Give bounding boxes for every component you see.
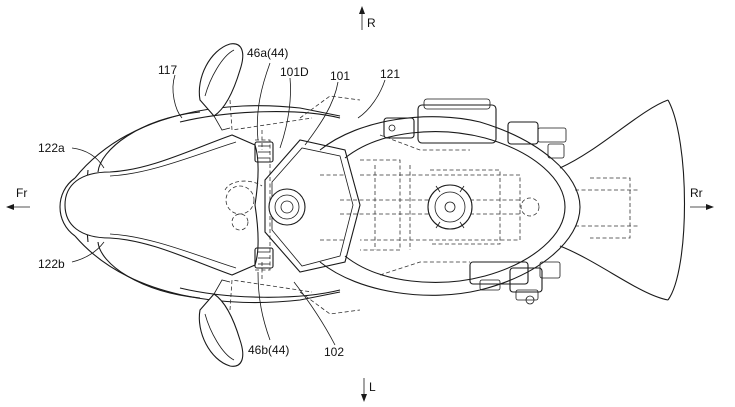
ref-101D: 101D: [280, 65, 309, 79]
direction-left-label: L: [369, 380, 376, 394]
ref-46a: 46a(44): [247, 46, 288, 60]
left-side-components: [469, 261, 561, 305]
top-bridge: [264, 139, 361, 273]
ref-122b: 122b: [38, 257, 65, 271]
direction-rear-indicator: Rr: [690, 186, 714, 210]
handlebar-clamps: [254, 141, 274, 269]
ref-101: 101: [330, 69, 350, 83]
ref-117: 117: [158, 63, 177, 77]
right-side-components: [383, 98, 567, 159]
left-mirror: [198, 279, 244, 367]
direction-front-indicator: Fr: [6, 186, 30, 210]
fuel-tank: [319, 116, 581, 296]
ref-46b: 46b(44): [248, 343, 289, 357]
right-mirror: [198, 43, 244, 131]
direction-rear-label: Rr: [690, 186, 703, 200]
frame-hidden-lines: [229, 95, 470, 315]
windscreen: [64, 134, 259, 276]
direction-right-label: R: [367, 16, 376, 30]
ref-122a: 122a: [38, 141, 65, 155]
ref-121: 121: [380, 67, 400, 81]
ref-102: 102: [324, 345, 344, 359]
tail-section: [559, 99, 685, 301]
direction-front-label: Fr: [16, 186, 27, 200]
direction-right-indicator: R: [359, 6, 376, 30]
direction-left-indicator: L: [361, 378, 376, 402]
reference-leaders: [71, 62, 386, 346]
